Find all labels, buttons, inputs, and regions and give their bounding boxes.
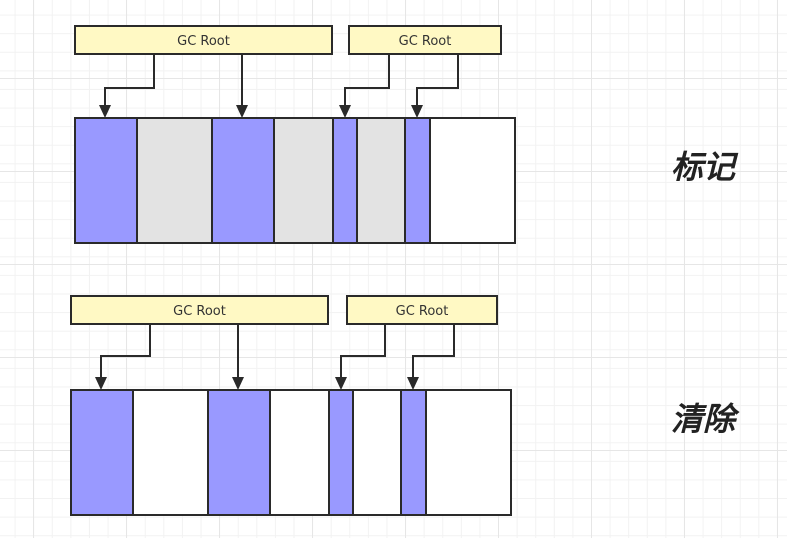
memory-block-reachable — [70, 389, 134, 516]
memory-block-reachable — [332, 117, 358, 244]
gc-root-label: GC Root — [173, 304, 226, 319]
phase-label-mark: 标记 — [671, 148, 739, 186]
reference-arrow — [104, 54, 155, 108]
arrow-head-icon — [335, 377, 347, 390]
arrow-head-icon — [407, 377, 419, 390]
memory-block-reachable — [400, 389, 427, 516]
memory-block-reachable — [404, 117, 431, 244]
memory-block-garbage — [273, 117, 334, 244]
arrow-head-icon — [339, 105, 351, 118]
reference-arrow — [100, 324, 151, 380]
reference-arrow — [416, 54, 459, 108]
arrow-head-icon — [95, 377, 107, 390]
memory-block-garbage — [356, 117, 406, 244]
arrow-head-icon — [99, 105, 111, 118]
gc-root-label: GC Root — [396, 304, 449, 319]
memory-block-reachable — [328, 389, 354, 516]
arrow-head-icon — [411, 105, 423, 118]
gc-root-label: GC Root — [177, 34, 230, 49]
gc-root-box — [346, 295, 498, 325]
gc-root-box — [348, 25, 502, 55]
gc-root-box — [70, 295, 329, 325]
memory-block-free — [425, 389, 512, 516]
memory-block-free — [132, 389, 209, 516]
memory-block-free — [352, 389, 402, 516]
phase-label-sweep: 清除 — [671, 400, 740, 438]
reference-arrow — [344, 54, 390, 108]
memory-block-free — [269, 389, 330, 516]
reference-arrow — [412, 324, 455, 380]
memory-block-garbage — [136, 117, 213, 244]
memory-block-free — [429, 117, 516, 244]
arrow-head-icon — [236, 105, 248, 118]
memory-block-reachable — [211, 117, 275, 244]
memory-block-reachable — [74, 117, 138, 244]
gc-root-box — [74, 25, 333, 55]
gc-root-label: GC Root — [399, 34, 452, 49]
memory-block-reachable — [207, 389, 271, 516]
reference-arrow — [340, 324, 386, 380]
arrow-head-icon — [232, 377, 244, 390]
